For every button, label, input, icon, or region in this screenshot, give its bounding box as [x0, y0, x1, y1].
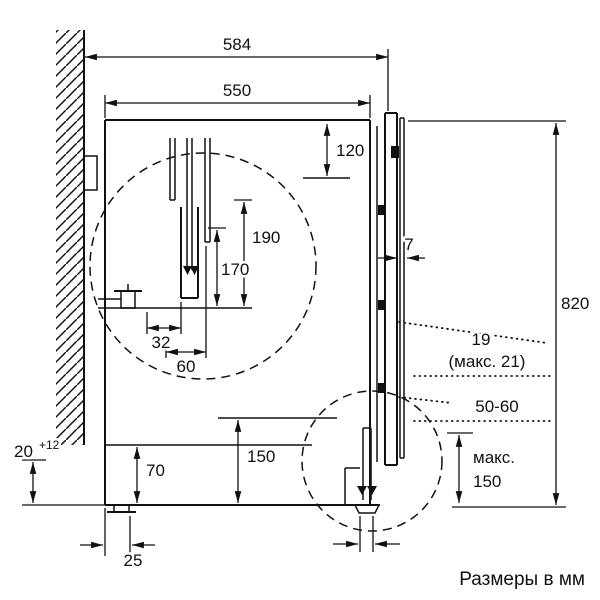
dim-7-label: 7 — [404, 235, 413, 254]
dim-190-label: 190 — [252, 228, 280, 247]
dim-19-max-label: (макс. 21) — [449, 352, 526, 371]
water-tap-symbol — [98, 284, 142, 309]
dim-max150-word: макс. — [473, 448, 515, 467]
dim-584-label: 584 — [223, 35, 251, 54]
dim-32-label: 32 — [152, 333, 171, 352]
dim-120-label: 120 — [336, 141, 364, 160]
dim-50-60-label: 50-60 — [475, 397, 518, 416]
hose-detail-circle — [89, 152, 317, 380]
hose-detail — [98, 138, 252, 309]
plinth-foot-detail — [344, 427, 381, 514]
dim-20-label: 20 — [14, 442, 33, 461]
dim-25-label: 25 — [124, 551, 143, 570]
wall — [56, 30, 98, 445]
dim-max150-value: 150 — [473, 472, 501, 491]
dim-20-tolerance-label: +12 — [39, 438, 60, 452]
dimension-lines — [22, 49, 566, 556]
door-bracket-top — [391, 146, 399, 158]
dim-820-label: 820 — [561, 294, 589, 313]
units-note: Размеры в мм — [459, 569, 585, 590]
furniture-door-panel — [378, 112, 405, 466]
dim-60-label: 60 — [177, 357, 196, 376]
door-bracket-3 — [378, 383, 386, 393]
dimension-labels: 584 550 120 190 170 32 60 7 820 19 (макс… — [12, 33, 592, 593]
left-foot — [107, 505, 136, 513]
door-bracket-1 — [378, 205, 386, 215]
foot-detail-circle — [301, 390, 443, 532]
wall-connection-box — [83, 155, 98, 191]
door-bracket-2 — [378, 300, 386, 310]
dim-70-label: 70 — [146, 461, 165, 480]
dim-170-label: 170 — [221, 260, 249, 279]
dim-550-label: 550 — [223, 81, 251, 100]
dim-19-label: 19 — [472, 330, 491, 349]
appliance-outline — [104, 119, 380, 506]
dim-150-label: 150 — [247, 447, 275, 466]
drain-hose-tip — [183, 266, 192, 275]
